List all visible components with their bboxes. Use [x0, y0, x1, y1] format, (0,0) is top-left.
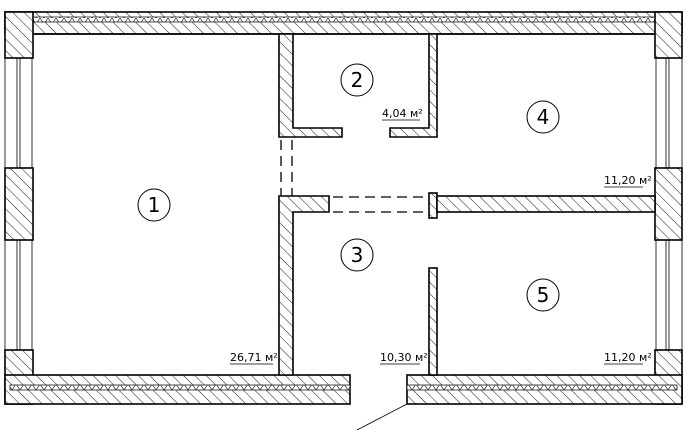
room-number-marker	[340, 63, 374, 97]
entrance-leader-line	[356, 403, 408, 430]
room-number-marker	[526, 278, 560, 312]
room-5: 5 11,20 м²	[526, 278, 652, 365]
door-openings	[280, 140, 429, 213]
room-number: 2	[351, 68, 364, 92]
room-area: 11,20 м²	[604, 351, 652, 364]
window-left-top	[4, 58, 33, 168]
room-number: 3	[351, 243, 364, 267]
room-number-marker	[137, 188, 171, 222]
window-left-bottom	[4, 240, 33, 350]
room-number: 5	[537, 283, 550, 307]
room-1: 1 26,71 м²	[137, 188, 278, 365]
room-number: 4	[537, 105, 550, 129]
room-area: 10,30 м²	[380, 351, 428, 364]
window-right-top	[655, 58, 683, 168]
room-area: 4,04 м²	[382, 107, 423, 120]
room-3: 3 10,30 м²	[340, 238, 428, 365]
room-2: 2 4,04 м²	[340, 63, 423, 121]
room-area: 26,71 м²	[230, 351, 278, 364]
room-number-marker	[340, 238, 374, 272]
room-area: 11,20 м²	[604, 174, 652, 187]
room-number-marker	[526, 100, 560, 134]
windows	[4, 58, 683, 350]
room-number: 1	[148, 193, 161, 217]
window-right-bottom	[655, 240, 683, 350]
exterior-walls	[4, 11, 683, 405]
room-4: 4 11,20 м²	[526, 100, 652, 188]
interior-walls	[278, 33, 656, 376]
